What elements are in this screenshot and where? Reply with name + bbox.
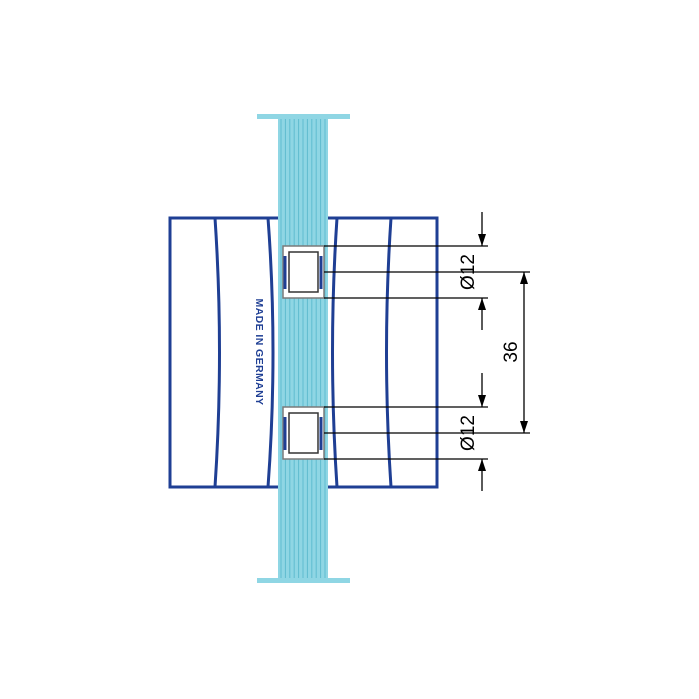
- left-housing: [168, 216, 278, 489]
- spacing-arrow-top: [520, 272, 528, 284]
- left-housing-inner-curve: [266, 217, 275, 488]
- lower-dim-arrow-bottom: [478, 459, 486, 471]
- right-housing-curve: [385, 217, 393, 488]
- rod-bottom-cap: [257, 578, 350, 583]
- rod-stripes: [280, 118, 326, 580]
- lower-dim-arrow-top: [478, 395, 486, 407]
- upper-bore-inner: [288, 251, 319, 293]
- left-housing-curve: [213, 217, 221, 488]
- right-housing-outline: [328, 216, 439, 489]
- rod-top-cap: [257, 114, 350, 119]
- extension-lines: [324, 245, 530, 460]
- left-housing-outline: [168, 216, 278, 489]
- glass-rod: [257, 114, 350, 583]
- lower-bore: [282, 406, 325, 460]
- lower-diameter-dimension: [478, 373, 486, 491]
- upper-dim-arrow-top: [478, 234, 486, 246]
- spacing-arrow-bottom: [520, 421, 528, 433]
- spacing-dimension: [520, 272, 528, 433]
- lower-bore-inner: [288, 412, 319, 454]
- right-housing: [328, 216, 439, 489]
- upper-diameter-label: Ø12: [458, 254, 479, 290]
- spacing-label: 36: [501, 341, 522, 362]
- upper-diameter-dimension: [478, 212, 486, 330]
- lower-diameter-label: Ø12: [458, 415, 479, 451]
- made-in-germany-stamp: MADE IN GERMANY: [253, 299, 265, 406]
- right-housing-inner-curve: [331, 217, 339, 488]
- upper-dim-arrow-bottom: [478, 298, 486, 310]
- upper-bore: [282, 245, 325, 299]
